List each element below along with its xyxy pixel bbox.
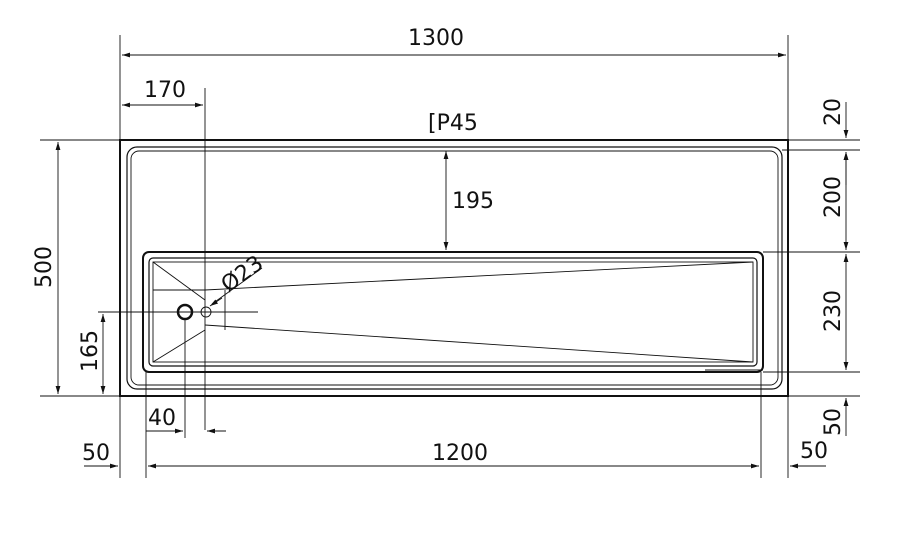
- dim-upper-height: 200: [821, 176, 846, 218]
- plate-inner-edge-2: [130, 150, 779, 386]
- dim-right-margin: 50: [800, 439, 828, 464]
- dim-slot-height: 230: [821, 290, 846, 332]
- drain-leader-arrow: [209, 297, 223, 307]
- dim-basin-width: 1200: [432, 441, 488, 466]
- dim-top-margin: 20: [821, 98, 846, 126]
- plate-outline: [119, 139, 789, 397]
- slope-line-bottom: [152, 329, 206, 363]
- plate-inner-edge: [126, 146, 783, 390]
- dim-overall-width: 1300: [408, 26, 464, 51]
- dim-drain-height: 165: [78, 330, 103, 372]
- dim-slot-offset: 195: [452, 189, 494, 214]
- slope-line-bottom-long: [204, 324, 754, 363]
- drain-leader: [211, 267, 263, 305]
- dim-overall-height: 500: [32, 246, 57, 288]
- slope-line-top: [152, 261, 206, 301]
- dim-left-offset: 170: [144, 78, 186, 103]
- dim-drain-offset: 40: [148, 406, 176, 431]
- dim-bottom-margin: 50: [821, 408, 846, 436]
- profile-label: [P45: [428, 111, 478, 136]
- slope-line-top-long: [204, 261, 754, 291]
- dim-left-margin: 50: [82, 441, 110, 466]
